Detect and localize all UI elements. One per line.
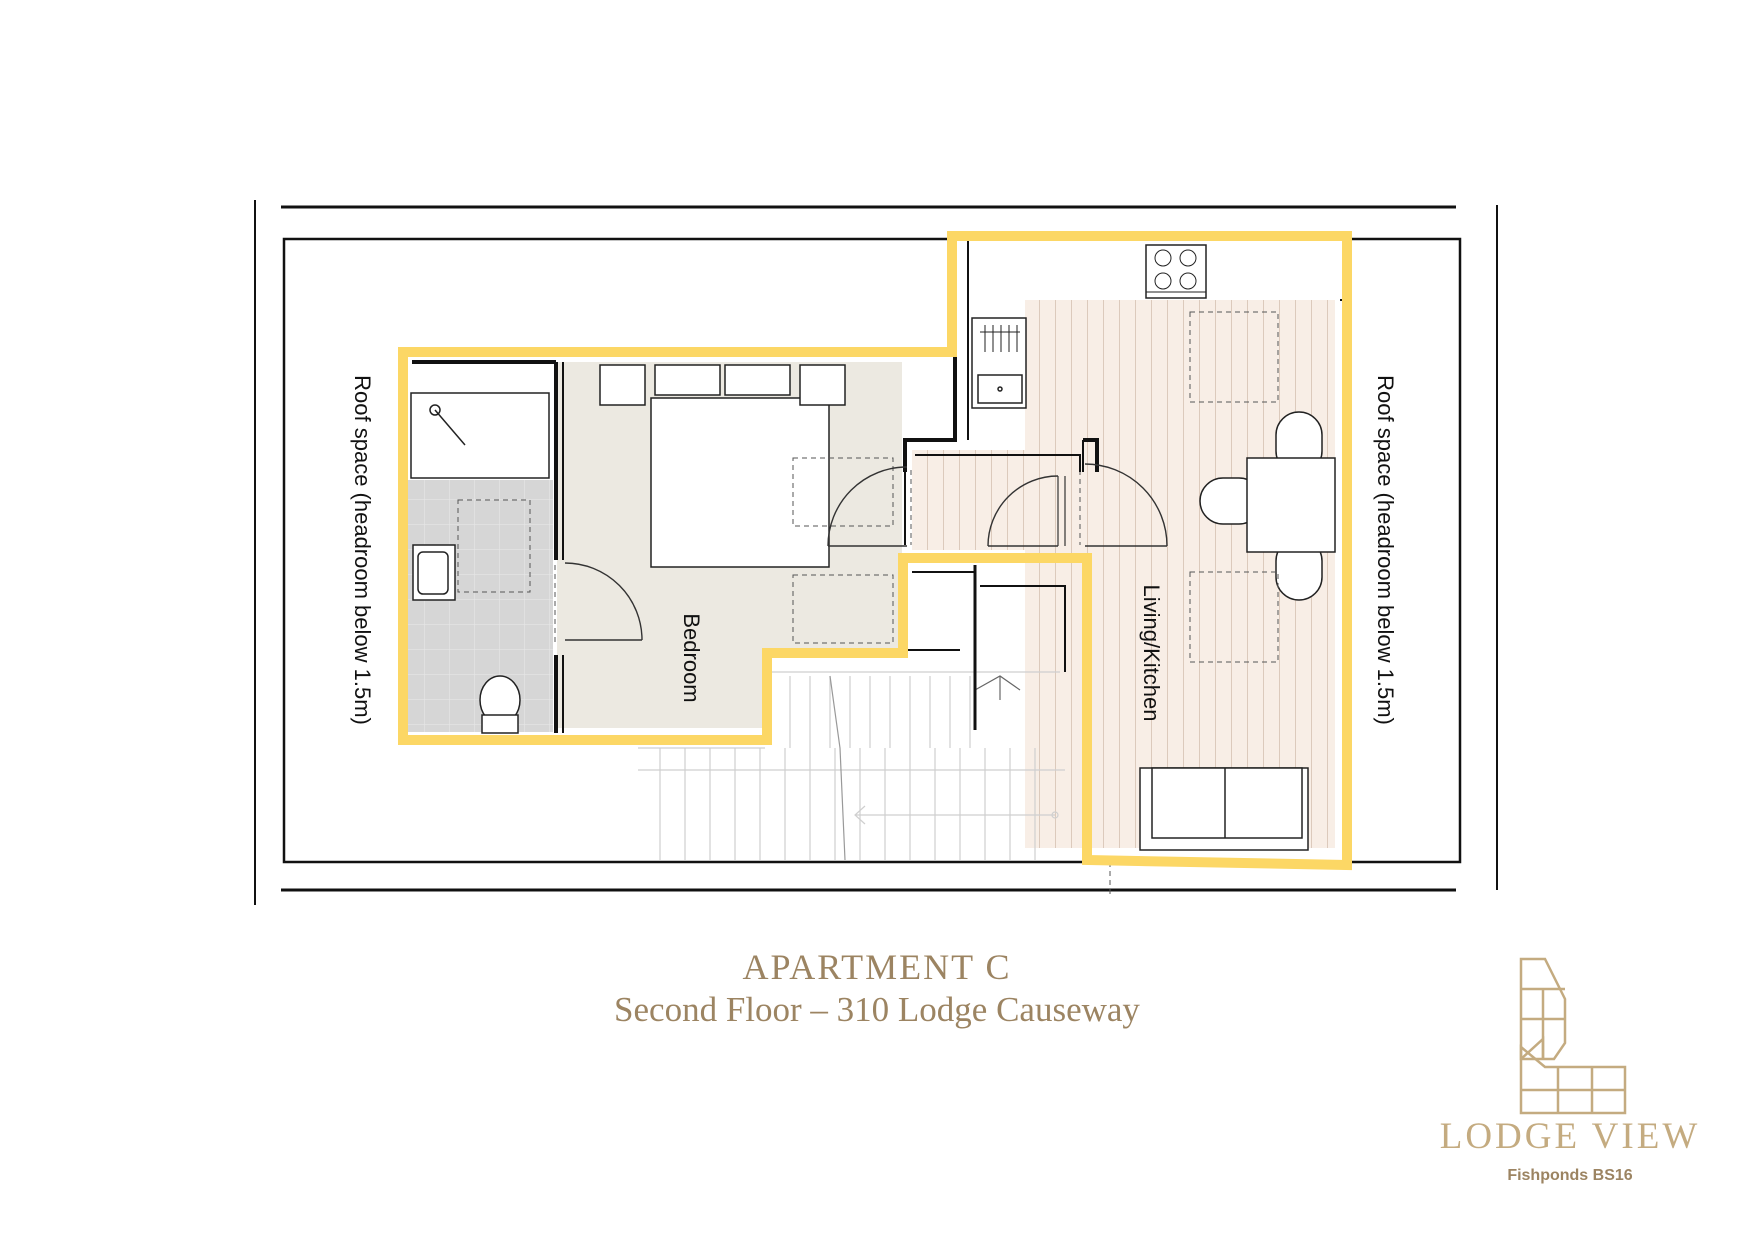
bathroom-floor — [408, 480, 553, 732]
apartment-subtitle: Second Floor – 310 Lodge Causeway — [614, 990, 1140, 1029]
living-kitchen-label: Living/Kitchen — [1139, 585, 1164, 722]
brand-name: LODGE VIEW — [1439, 1116, 1701, 1157]
door-swings — [564, 463, 1168, 641]
staircase — [638, 671, 1065, 861]
roof-space-right-label: Roof space (headroom below 1.5m) — [1373, 375, 1398, 725]
floor-fills — [408, 300, 1335, 848]
dining-table-icon — [1199, 411, 1336, 601]
washbasin-icon — [412, 544, 456, 601]
apartment-title: APARTMENT C — [742, 947, 1012, 987]
landing-floor — [912, 450, 1087, 550]
toilet-icon — [479, 675, 521, 734]
roof-space-left-label: Roof space (headroom below 1.5m) — [350, 375, 375, 725]
dashed-outlines — [457, 311, 1279, 898]
floor-plan: Bedroom Living/Kitchen Roof space (headr… — [254, 200, 1498, 905]
brand-location: Fishponds BS16 — [1507, 1167, 1633, 1184]
shower-tray-icon — [410, 392, 550, 479]
building-outline — [254, 200, 1498, 905]
kitchen-hob-icon — [1145, 244, 1207, 299]
double-bed-icon — [599, 364, 846, 568]
bedroom-label: Bedroom — [679, 613, 704, 702]
kitchen-sink-icon — [971, 317, 1027, 409]
brand-block: LODGE VIEW Fishponds BS16 — [1410, 955, 1730, 1195]
sofa-icon — [1139, 767, 1309, 851]
building-blocks-logo-icon — [1519, 957, 1627, 1115]
apartment-boundary — [398, 231, 1352, 871]
